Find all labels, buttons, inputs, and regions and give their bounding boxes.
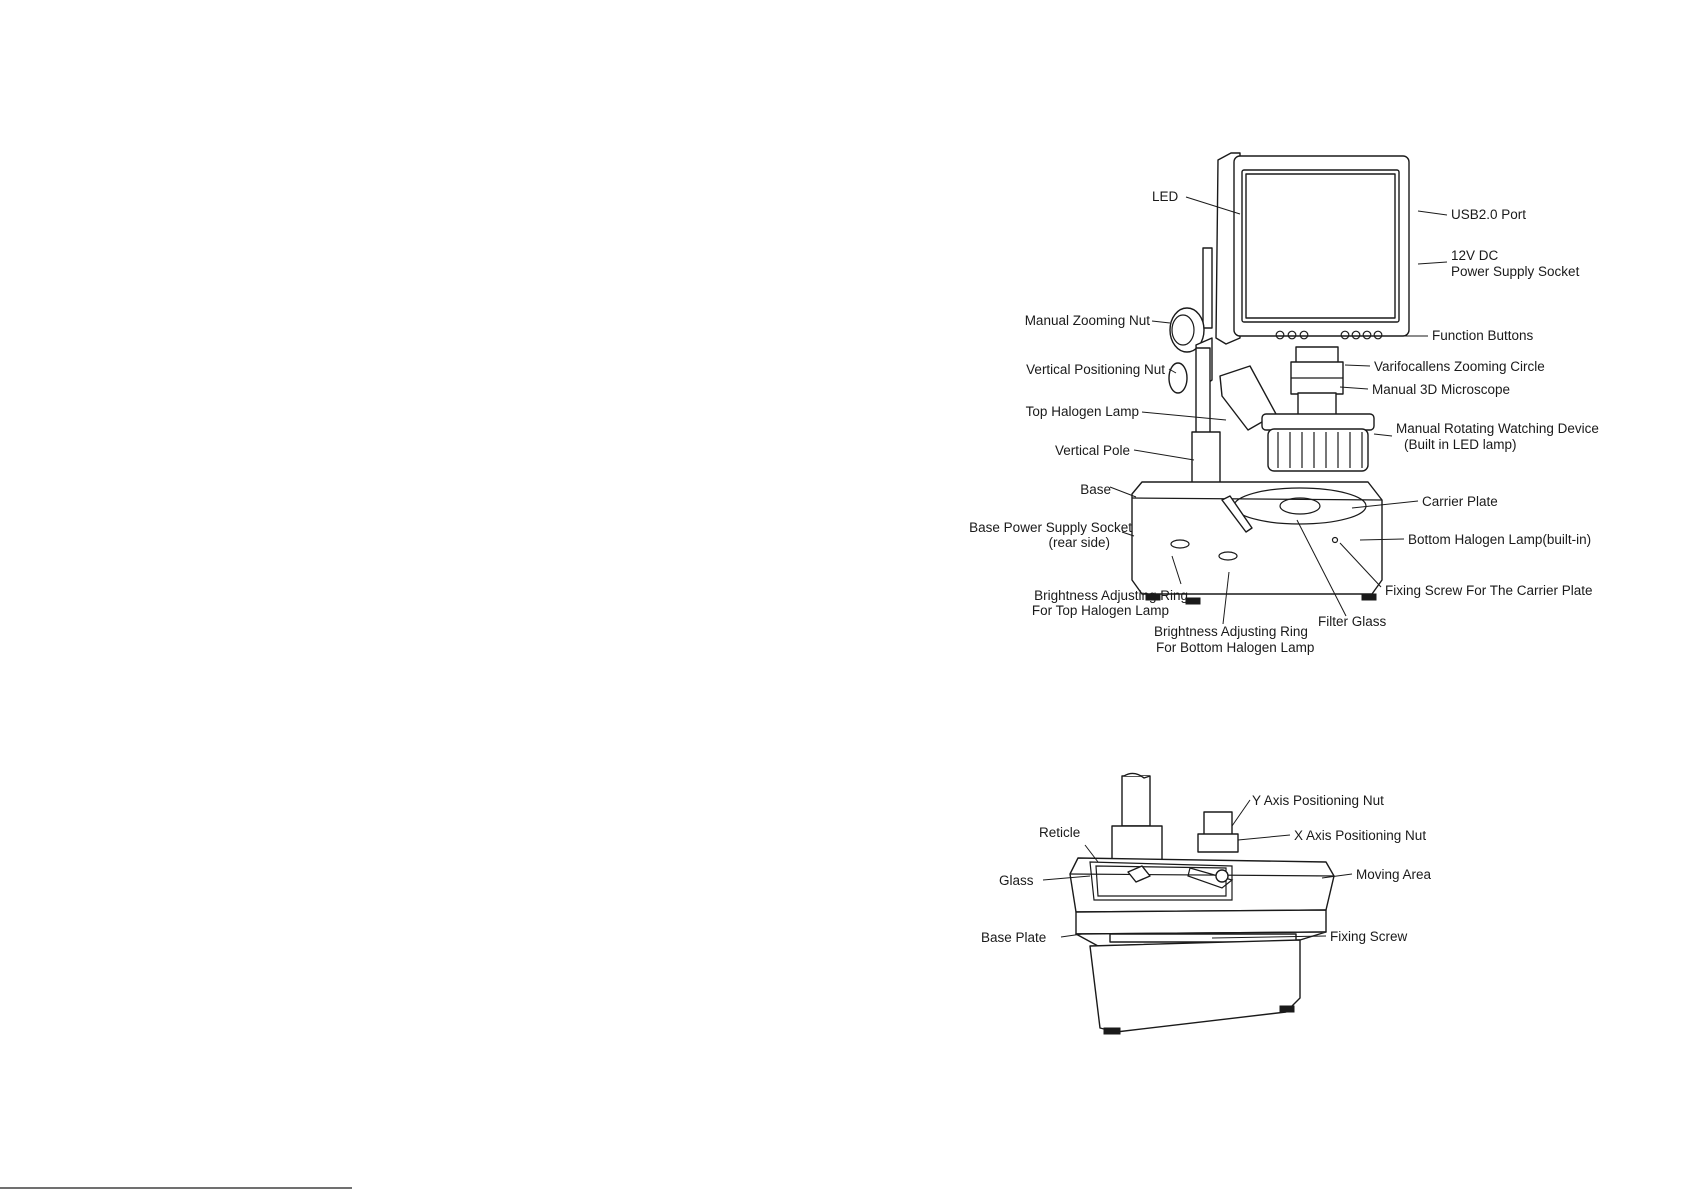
label-manual-3d-microscope: Manual 3D Microscope: [1372, 382, 1510, 397]
label-fixing-screw: Fixing Screw: [1330, 929, 1408, 944]
microscope-drawing: [1131, 152, 1410, 605]
label-led: LED: [1152, 189, 1179, 204]
label-glass: Glass: [999, 873, 1034, 888]
label-brightness-top-line1: Brightness Adjusting Ring: [1034, 588, 1188, 603]
label-usb-port: USB2.0 Port: [1451, 207, 1526, 222]
label-base: Base: [1080, 482, 1111, 497]
label-reticle: Reticle: [1039, 825, 1080, 840]
label-function-buttons: Function Buttons: [1432, 328, 1534, 343]
label-brightness-top-line2: For Top Halogen Lamp: [1032, 603, 1169, 618]
label-bottom-halogen-lamp: Bottom Halogen Lamp(built-in): [1408, 532, 1591, 547]
label-base-power-line1: Base Power Supply Socket: [969, 520, 1132, 535]
label-rotating-device-line2: (Built in LED lamp): [1404, 437, 1517, 452]
stage-leader-lines: [1042, 799, 1353, 939]
microscope-labels: LED USB2.0 Port 12V DC Power Supply Sock…: [969, 189, 1599, 655]
stage-drawing: [1069, 772, 1335, 1035]
microscope-figure: LED USB2.0 Port 12V DC Power Supply Sock…: [969, 152, 1599, 655]
microscope-leader-lines: [1109, 196, 1448, 625]
label-vertical-positioning-nut: Vertical Positioning Nut: [1026, 362, 1165, 377]
label-varifocal-zooming-circle: Varifocallens Zooming Circle: [1374, 359, 1545, 374]
label-base-power-line2: (rear side): [1048, 535, 1110, 550]
label-power-12v-line1: 12V DC: [1451, 248, 1499, 263]
label-x-axis-nut: X Axis Positioning Nut: [1294, 828, 1426, 843]
label-y-axis-nut: Y Axis Positioning Nut: [1252, 793, 1384, 808]
label-moving-area: Moving Area: [1356, 867, 1432, 882]
label-fixing-screw-carrier: Fixing Screw For The Carrier Plate: [1385, 583, 1593, 598]
label-top-halogen-lamp: Top Halogen Lamp: [1026, 404, 1139, 419]
label-brightness-bottom-line1: Brightness Adjusting Ring: [1154, 624, 1308, 639]
label-filter-glass: Filter Glass: [1318, 614, 1387, 629]
label-manual-zooming-nut: Manual Zooming Nut: [1025, 313, 1151, 328]
label-vertical-pole: Vertical Pole: [1055, 443, 1130, 458]
label-rotating-device-line1: Manual Rotating Watching Device: [1396, 421, 1599, 436]
label-base-plate: Base Plate: [981, 930, 1046, 945]
stage-figure: Y Axis Positioning Nut Reticle X Axis Po…: [981, 772, 1432, 1035]
label-brightness-bottom-line2: For Bottom Halogen Lamp: [1156, 640, 1314, 655]
label-carrier-plate: Carrier Plate: [1422, 494, 1498, 509]
stage-labels: Y Axis Positioning Nut Reticle X Axis Po…: [981, 793, 1432, 945]
label-power-12v-line2: Power Supply Socket: [1451, 264, 1580, 279]
